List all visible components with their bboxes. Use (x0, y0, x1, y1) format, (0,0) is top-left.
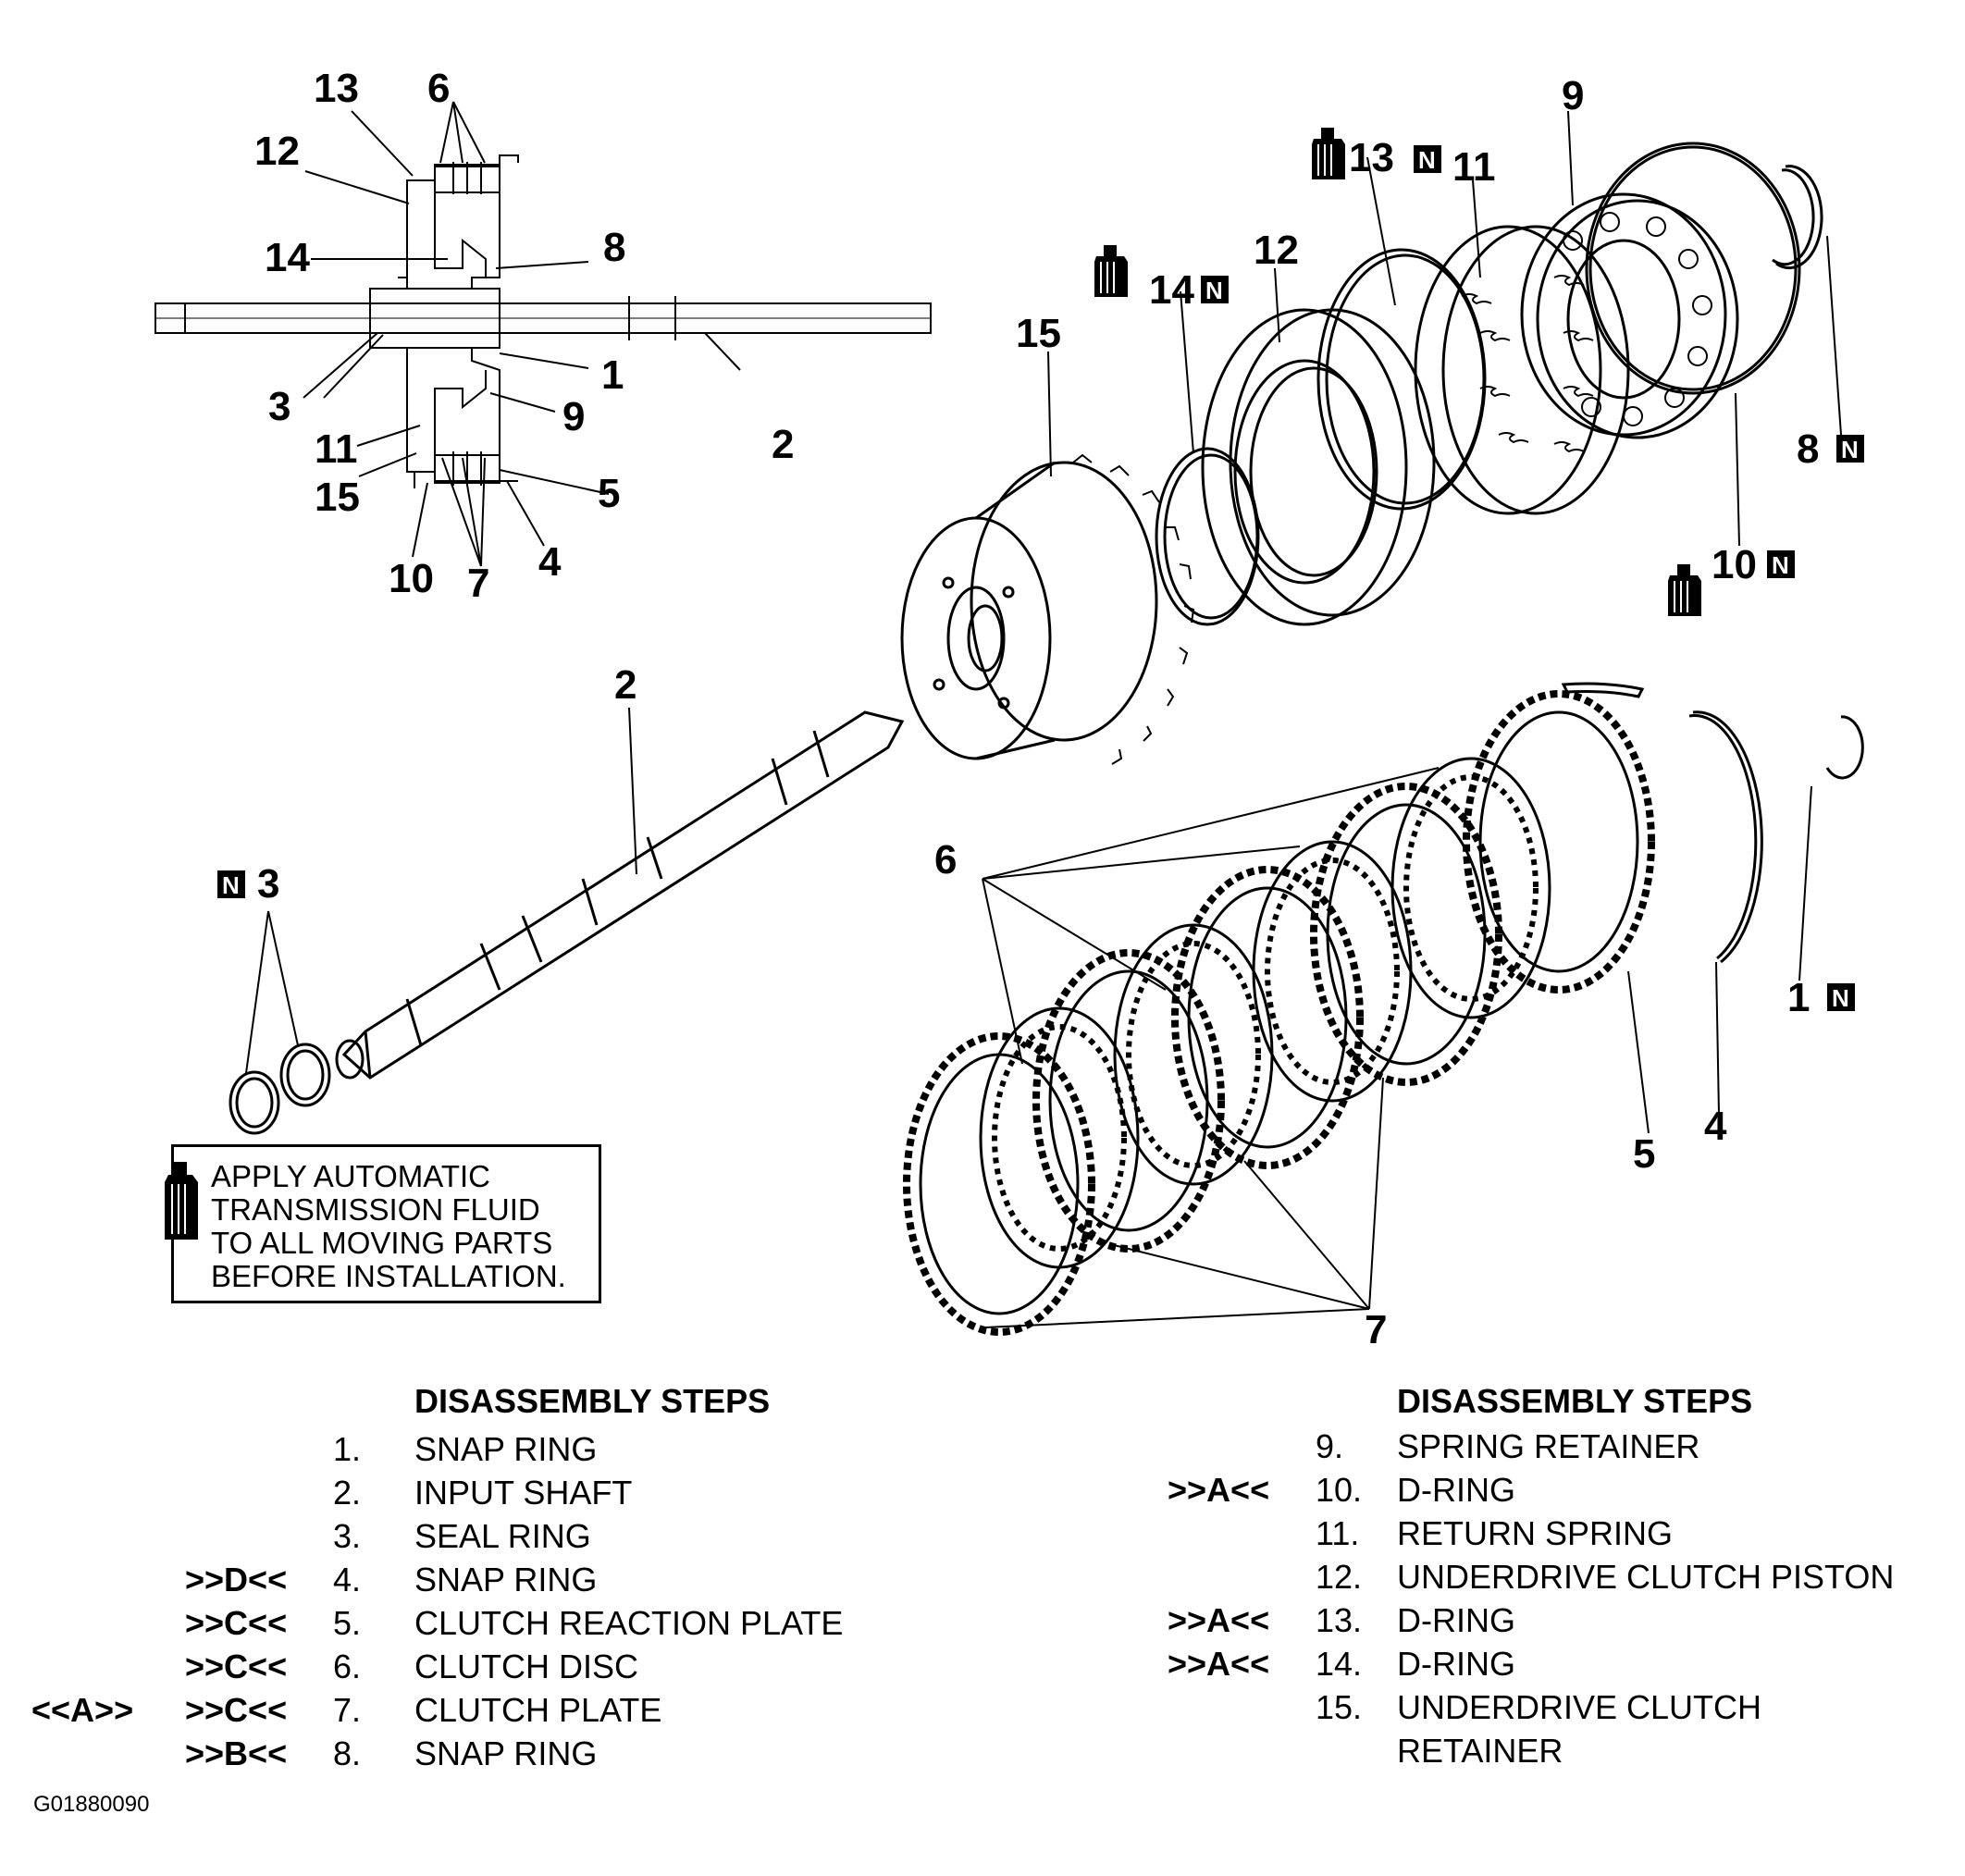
fluid-bottle-icon (165, 1162, 198, 1240)
callout-7: 7 (467, 561, 489, 606)
steps-title-right: DISASSEMBLY STEPS (1397, 1382, 1753, 1420)
callout-1: 1 (1787, 975, 1810, 1020)
svg-text:N: N (1841, 436, 1859, 463)
clutch-leaders (982, 767, 1812, 1328)
new-part-icon (217, 870, 245, 898)
clutch-pack (903, 682, 1864, 1336)
svg-text:N: N (1832, 984, 1849, 1012)
clutch-plate (1032, 949, 1225, 1253)
clutch-plate (1310, 783, 1502, 1086)
figure-code: G01880090 (33, 1792, 150, 1817)
callout-15: 15 (315, 475, 360, 520)
callout-10: 10 (389, 556, 434, 601)
callout-5: 5 (1633, 1131, 1655, 1177)
cross-section-leaders (303, 101, 741, 567)
callout-8: 8 (1797, 426, 1819, 472)
callout-12: 12 (1254, 228, 1299, 273)
svg-text:N: N (1772, 551, 1789, 579)
callout-8: 8 (603, 225, 625, 270)
callout-9: 9 (1562, 73, 1584, 118)
new-part-icon (1767, 550, 1795, 578)
d-ring-14 (1155, 447, 1260, 626)
upper-callouts: 9 13 N 11 14 N 12 15 8 N 10 N (1016, 73, 1864, 617)
callout-13: 13 (1349, 135, 1394, 180)
new-part-icon (1827, 983, 1855, 1011)
svg-text:N: N (222, 871, 240, 899)
callout-3: 3 (268, 384, 290, 429)
callout-6: 6 (427, 66, 450, 111)
callout-14: 14 (1149, 267, 1194, 313)
clutch-reaction-plate (1463, 690, 1655, 994)
callout-15: 15 (1016, 311, 1061, 356)
underdrive-clutch-retainer (900, 453, 1195, 765)
callout-13: 13 (314, 66, 359, 111)
d-ring-10 (1585, 142, 1801, 395)
svg-text:N: N (1205, 277, 1223, 304)
callout-3: 3 (257, 861, 279, 907)
callout-5: 5 (598, 471, 620, 516)
snap-ring-4 (1688, 710, 1763, 964)
fluid-bottle-icon (1311, 127, 1346, 180)
cross-section-callouts: 13 6 12 14 8 1 2 3 9 11 15 5 4 10 7 (254, 66, 794, 606)
callout-12: 12 (254, 129, 300, 174)
svg-text:N: N (1418, 146, 1436, 174)
upper-leaders (1047, 110, 1842, 547)
callout-9: 9 (562, 394, 585, 439)
snap-ring-8 (1772, 165, 1823, 270)
input-shaft (335, 710, 905, 1080)
note-text: APPLY AUTOMATIC TRANSMISSION FLUID TO AL… (211, 1159, 566, 1293)
callout-10: 10 (1712, 542, 1757, 587)
new-part-icon (1201, 276, 1229, 303)
snap-ring-fragment (1561, 682, 1645, 698)
shaft-leader (628, 707, 637, 875)
return-spring (1414, 225, 1630, 515)
seal-rings (229, 910, 331, 1135)
snap-ring-1 (1825, 715, 1864, 780)
callout-7: 7 (1365, 1307, 1387, 1352)
clutch-disc (979, 1006, 1140, 1269)
clutch-disc (1390, 757, 1551, 1019)
fluid-bottle-icon (1667, 563, 1702, 617)
fluid-bottle-icon (1094, 244, 1129, 298)
callout-1: 1 (601, 352, 624, 398)
callout-4: 4 (1704, 1104, 1727, 1149)
callout-2: 2 (614, 662, 636, 708)
new-part-icon (1836, 435, 1864, 463)
callout-11: 11 (1452, 144, 1496, 190)
callout-14: 14 (265, 235, 310, 280)
new-part-icon (1414, 145, 1441, 173)
d-ring-13 (1316, 248, 1487, 511)
callout-2: 2 (772, 422, 794, 467)
callout-6: 6 (934, 837, 957, 882)
callout-11: 11 (315, 426, 358, 472)
steps-title-left: DISASSEMBLY STEPS (414, 1382, 771, 1420)
callout-4: 4 (538, 539, 562, 585)
spring-retainer (1520, 192, 1739, 439)
fluid-application-note: APPLY AUTOMATIC TRANSMISSION FLUID TO AL… (165, 1144, 601, 1303)
cross-section-assembly (154, 154, 932, 488)
